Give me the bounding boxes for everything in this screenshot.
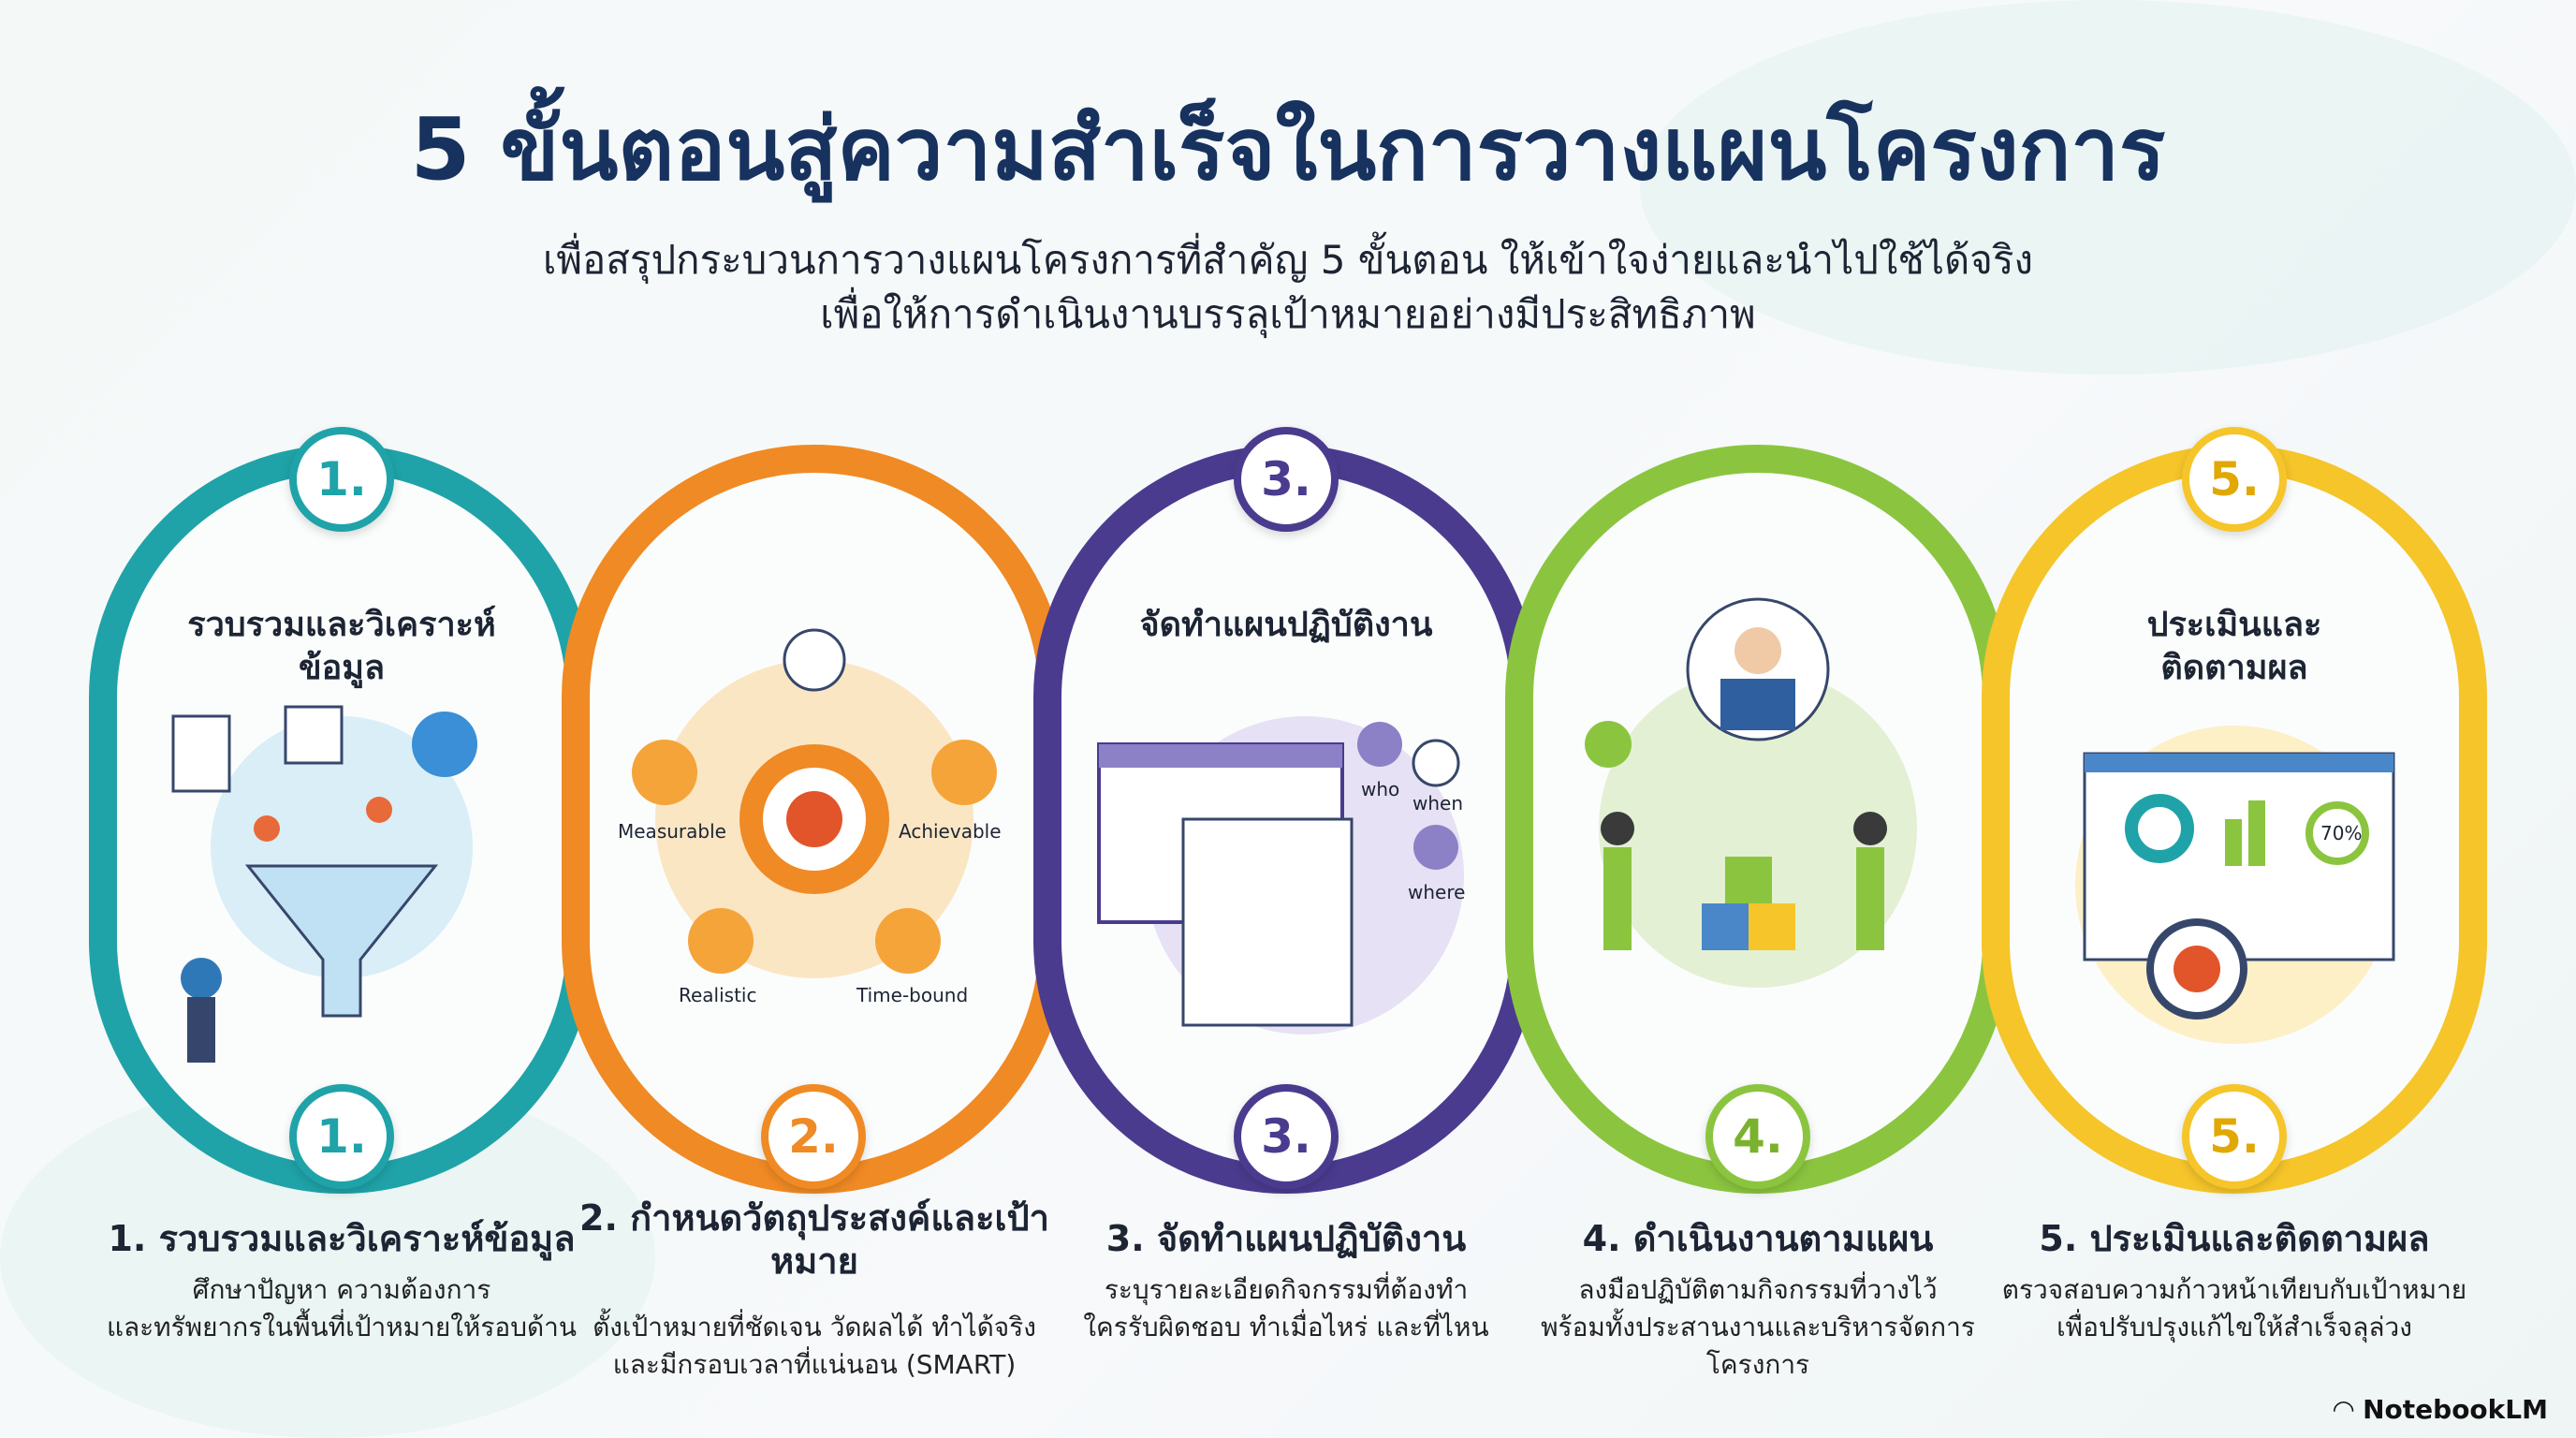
smart-target-illustration: Measurable Achievable Realistic Time-bou… [618,628,1002,1006]
subtitle-line-2: เพื่อให้การดำเนินงานบรรลุเป้าหมายอย่างมี… [820,291,1756,337]
step-5-card: ประเมินและติดตามผล 70% [1982,445,2487,1194]
brand-label: NotebookLM [2363,1394,2548,1425]
label-when: when [1412,792,1463,814]
step-1-card: รวบรวมและวิเคราะห์ข้อมูล [89,445,594,1194]
step-5-title: 5. ประเมินและติดตามผล [2039,1218,2430,1259]
step-5-bottom-badge: 5. [2182,1084,2287,1189]
step-2-card: Measurable Achievable Realistic Time-bou… [562,445,1067,1194]
notebooklm-icon: ◠ [2333,1394,2364,1425]
label-realistic: Realistic [679,984,757,1006]
subtitle-line-1: เพื่อสรุปกระบวนการวางแผนโครงการที่สำคัญ … [543,237,2033,283]
page-title: 5 ขั้นตอนสู่ความสำเร็จในการวางแผนโครงการ [410,99,2166,199]
step-5-inner-title: ประเมินและติดตามผล [2146,606,2322,687]
step-1-bottom-badge: 1. [289,1084,394,1189]
step-2-desc-1: ตั้งเป้าหมายที่ชัดเจน วัดผลได้ ทำได้จริง [593,1312,1036,1343]
step-5-desc-1: ตรวจสอบความก้าวหน้าเทียบกับเป้าหมาย [2001,1274,2467,1305]
step-2-desc-2: และมีกรอบเวลาที่แน่นอน (SMART) [612,1349,1017,1380]
step-4-card [1505,445,2011,1194]
step-5-desc-2: เพื่อปรับปรุงแก้ไขให้สำเร็จลุล่วง [2056,1312,2412,1343]
step-2-title: 2. กำหนดวัตถุประสงค์และเป้าหมาย [579,1197,1049,1282]
data-funnel-illustration [171,705,477,1063]
step-3-top-badge: 3. [1234,427,1339,532]
notebooklm-logo: ◠ NotebookLM [2334,1394,2548,1425]
label-measurable: Measurable [618,820,726,843]
label-time-bound: Time-bound [856,984,968,1006]
team-execution-illustration [1585,597,1917,988]
step-1-desc-1: ศึกษาปัญหา ความต้องการ [192,1274,491,1305]
step-4-desc-2: พร้อมทั้งประสานงานและบริหารจัดการ [1541,1312,1975,1343]
step-3-title: 3. จัดทำแผนปฏิบัติงาน [1105,1218,1467,1259]
step-4-desc-3: โครงการ [1705,1349,1810,1380]
step-4-bottom-badge: 4. [1705,1084,1810,1189]
step-5-top-badge: 5. [2182,427,2287,532]
step-1-desc-2: และทรัพยากรในพื้นที่เป้าหมายให้รอบด้าน [106,1312,578,1343]
background-blob [1640,0,2576,374]
step-1-top-badge: 1. [289,427,394,532]
step-4-desc-1: ลงมือปฏิบัติตามกิจกรรมที่วางไว้ [1578,1274,1938,1305]
label-where: where [1408,881,1465,903]
label-achievable: Achievable [899,820,1002,843]
step-3-desc-1: ระบุรายละเอียดกิจกรรมที่ต้องทำ [1104,1274,1469,1305]
step-3-card: จัดทำแผนปฏิบัติงาน who when where [1033,445,1539,1194]
monitoring-dashboard-illustration: 70% [2075,726,2395,1044]
action-plan-illustration: who when where [1097,716,1465,1034]
step-3-bottom-badge: 3. [1234,1084,1339,1189]
step-4-title: 4. ดำเนินงานตามแผน [1582,1218,1934,1259]
step-3-desc-2: ใครรับผิดชอบ ทำเมื่อไหร่ และที่ไหน [1083,1312,1489,1343]
step-3-inner-title: จัดทำแผนปฏิบัติงาน [1139,606,1433,644]
step-1-inner-title: รวบรวมและวิเคราะห์ข้อมูล [187,606,496,687]
label-who: who [1361,778,1399,800]
progress-70-label: 70% [2320,822,2362,844]
step-2-bottom-badge: 2. [761,1084,866,1189]
step-1-title: 1. รวบรวมและวิเคราะห์ข้อมูล [108,1218,576,1259]
